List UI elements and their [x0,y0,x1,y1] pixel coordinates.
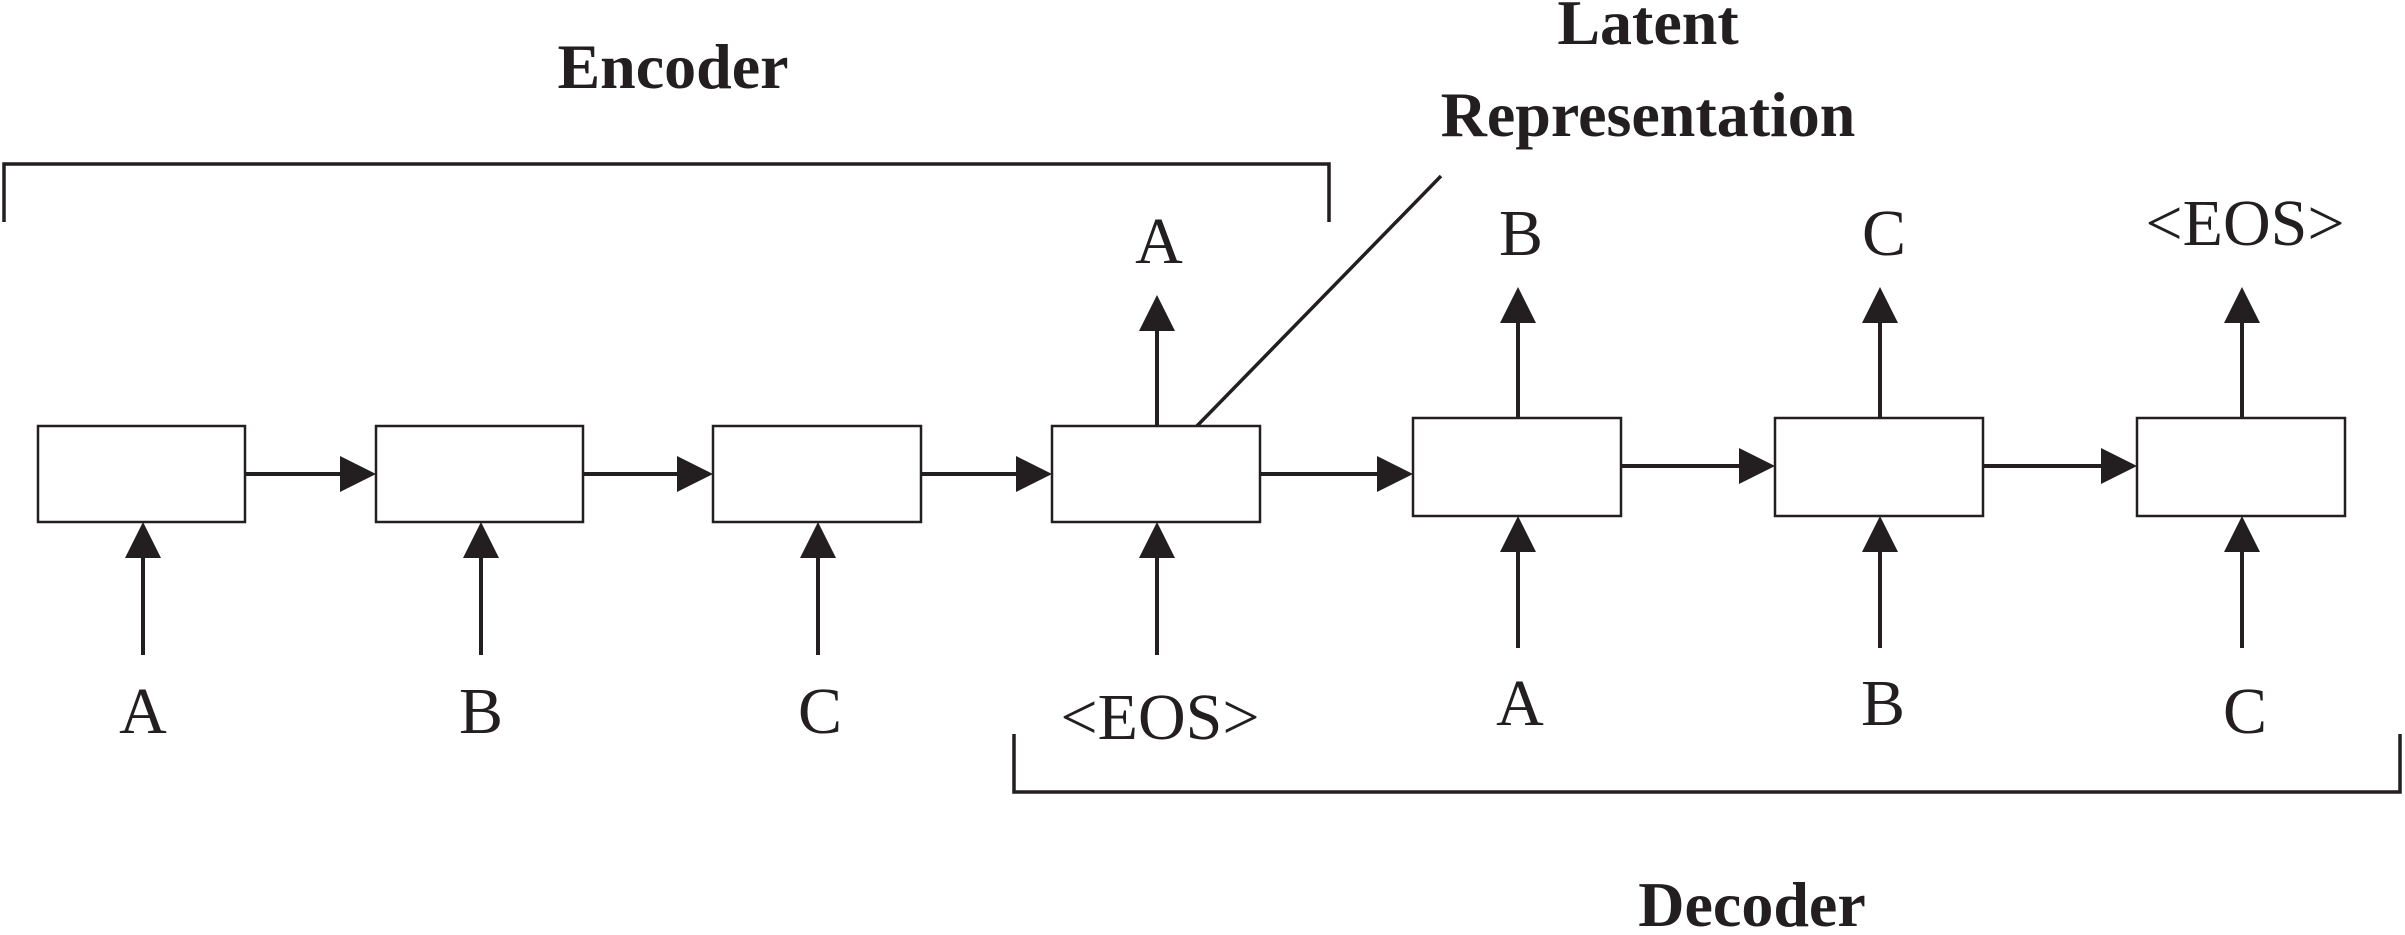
recurrent-arrowhead-6 [2101,448,2137,484]
input-label: C [2223,675,2267,748]
input-arrowhead-5 [1500,516,1536,552]
input-arrowhead-2 [463,522,499,558]
rnn-cells [36,416,2347,524]
input-label: C [798,675,842,748]
encoder-title: Encoder [557,31,788,102]
latent-title-line2: Representation [1441,79,1856,150]
output-arrowhead-1 [1139,295,1175,331]
latent-title-line1: Latent [1557,0,1739,58]
encoder-cell-2 [374,424,585,524]
input-label: <EOS> [1060,681,1259,754]
input-label: A [1496,667,1544,740]
encoder-bracket [2,162,1331,222]
input-label: B [459,675,503,748]
input-arrowhead-1 [125,522,161,558]
latent-cell [1050,424,1262,524]
output-label: <EOS> [2145,187,2344,260]
input-arrowhead-3 [800,522,836,558]
output-labels: A B C <EOS> [1135,187,2344,278]
input-labels: A B C <EOS> A B C [119,667,2267,754]
output-label: C [1862,197,1906,270]
input-arrowhead-6 [1862,516,1898,552]
output-label: B [1499,197,1543,270]
input-arrowhead-4 [1139,522,1175,558]
recurrent-arrowhead-5 [1739,448,1775,484]
input-label: B [1861,667,1905,740]
decoder-cell-2 [1773,416,1985,518]
latent-pointer-line [1152,174,1443,472]
decoder-cell-1 [1411,416,1623,518]
encoder-cell-3 [711,424,923,524]
output-arrowhead-3 [1862,287,1898,323]
output-arrowhead-2 [1500,287,1536,323]
input-arrowhead-7 [2224,516,2260,552]
recurrent-arrowhead-3 [1016,456,1052,492]
output-arrows [1139,287,2260,426]
decoder-title: Decoder [1638,869,1865,930]
output-label: A [1135,205,1183,278]
recurrent-arrowhead-2 [677,456,713,492]
input-label: A [119,675,167,748]
output-arrowhead-4 [2224,287,2260,323]
decoder-cell-3 [2135,416,2347,518]
encoder-cell-1 [36,424,247,524]
recurrent-arrowhead-1 [340,456,376,492]
input-arrows [125,516,2260,655]
recurrent-arrows [245,448,2137,492]
decoder-bracket [1012,734,2402,794]
recurrent-arrowhead-4 [1377,456,1413,492]
